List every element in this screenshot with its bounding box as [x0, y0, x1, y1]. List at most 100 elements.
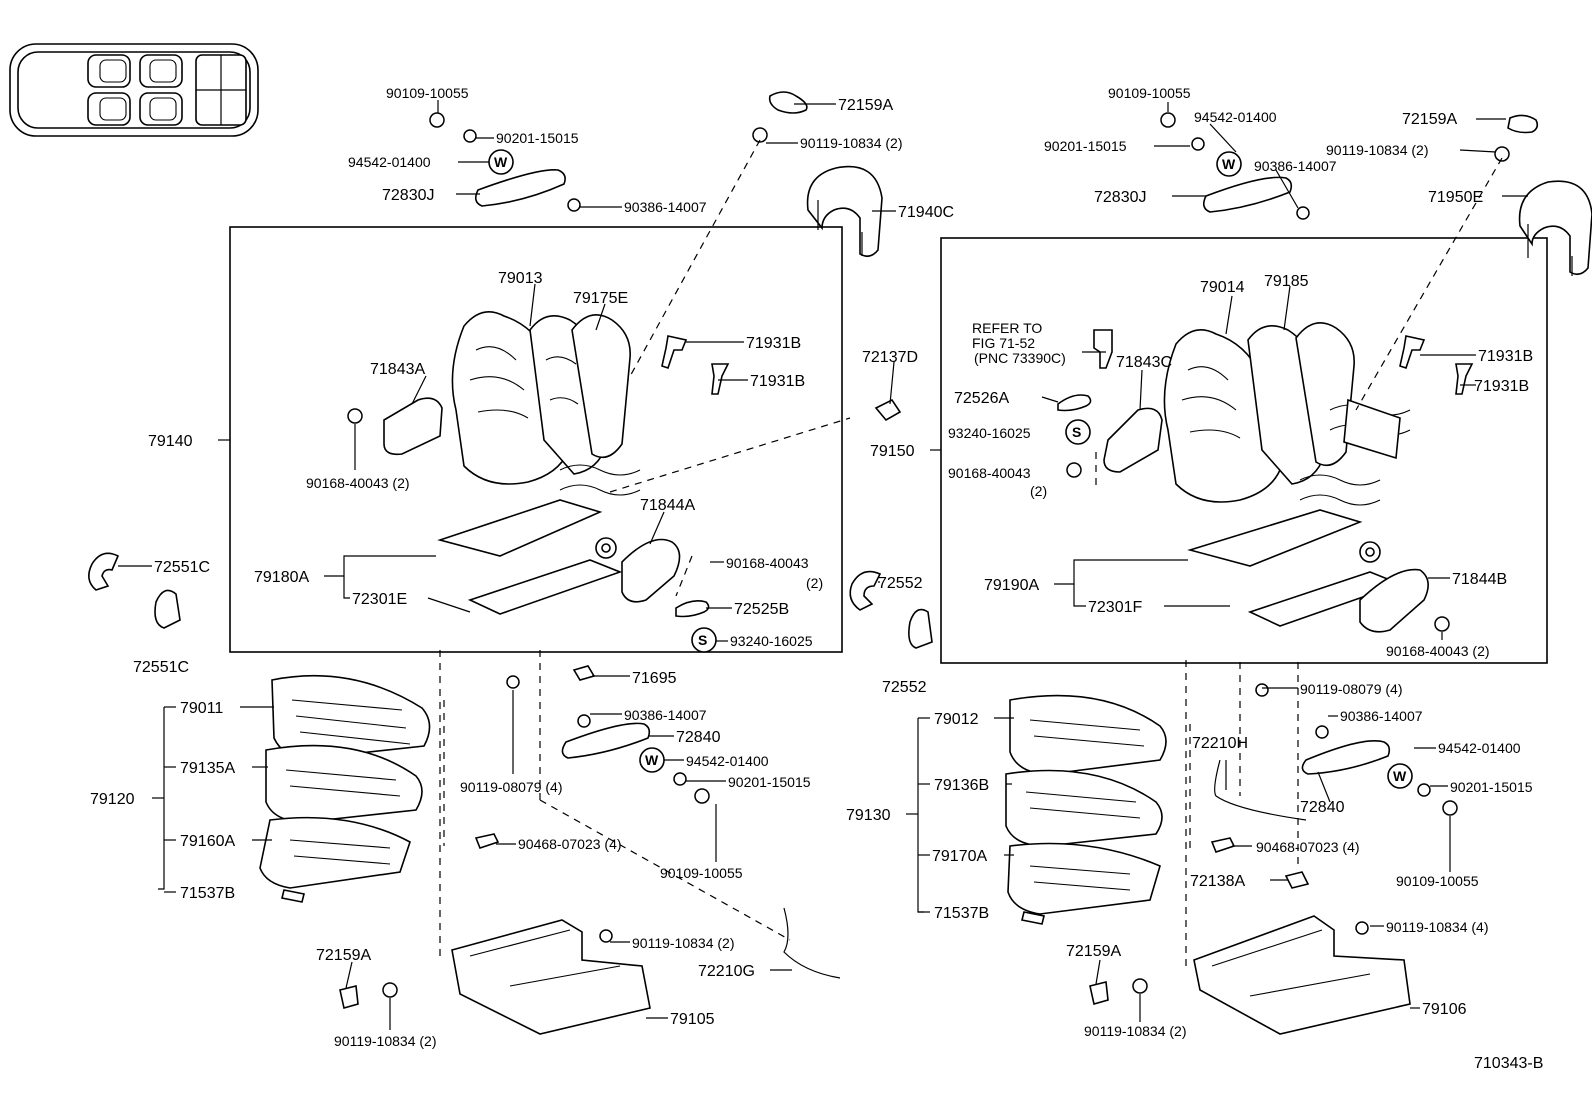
spacer-s-icon: S: [1065, 419, 1091, 445]
cover-72551c-icon: [154, 589, 181, 629]
bolt-90168-icon: [347, 408, 363, 424]
label-72552: 72552: [882, 679, 927, 696]
label-71940c: 71940C: [898, 204, 954, 221]
spacer-s-icon: S: [691, 627, 717, 653]
washer-w-icon: W: [639, 747, 665, 773]
label-79106: 79106: [1422, 1001, 1467, 1018]
nut-90386-icon: [1315, 725, 1329, 739]
label-79120: 79120: [90, 791, 135, 808]
buckle-73390c-icon: [1093, 329, 1113, 369]
label-79014: 79014: [1200, 279, 1245, 296]
label-79140: 79140: [148, 433, 193, 450]
nut-90386-icon: [1296, 206, 1310, 220]
label-90201-15015: 90201-15015: [728, 774, 811, 790]
clip-71931b-icon: [1455, 363, 1474, 395]
label-90386-14007: 90386-14007: [1254, 158, 1337, 174]
label-93240-16025: 93240-16025: [948, 425, 1031, 441]
label-90109-10055: 90109-10055: [660, 865, 743, 881]
bolt-90109-icon: [429, 112, 445, 128]
label-90119-08079: 90119-08079 (4): [460, 779, 562, 795]
clip-71695-icon: [572, 665, 596, 681]
seat-frame-79170a-icon: [1007, 842, 1161, 915]
cover-72159a-icon: [1507, 114, 1539, 134]
label-93240-16025: 93240-16025: [730, 633, 813, 649]
label-90168-40043: 90168-40043 (2): [306, 475, 410, 491]
nut-90386-icon: [577, 714, 591, 728]
label-72210h: 72210H: [1192, 735, 1248, 752]
label-qty-2: (2): [1030, 483, 1047, 499]
label-94542-01400: 94542-01400: [1194, 109, 1277, 125]
label-90119-10834: 90119-10834 (2): [800, 135, 902, 151]
label-90386-14007: 90386-14007: [1340, 708, 1423, 724]
label-90168-40043: 90168-40043: [948, 465, 1031, 481]
cover-72552-icon: [908, 608, 933, 649]
clip-71931b-icon: [711, 363, 730, 395]
seat-location-key-icon: [9, 43, 259, 137]
label-72159a: 72159A: [1402, 111, 1457, 128]
bolt-90168-icon: [1434, 616, 1450, 632]
bolt-90119-icon: [1355, 921, 1369, 935]
washer-w-icon: W: [488, 149, 514, 175]
armrest-72840-icon: [1301, 740, 1391, 775]
handle-72526a-icon: [1057, 394, 1092, 412]
label-72840: 72840: [1300, 799, 1345, 816]
label-72551c: 72551C: [154, 559, 210, 576]
right-leader-lines: [1095, 157, 1503, 966]
label-72159a: 72159A: [1066, 943, 1121, 960]
label-72830j: 72830J: [382, 187, 435, 204]
label-90109-10055: 90109-10055: [386, 85, 469, 101]
label-72159a: 72159A: [838, 97, 893, 114]
seat-track-79180a-icon: [437, 464, 641, 615]
label-71931b: 71931B: [1478, 348, 1533, 365]
clip-71931b-icon: [1399, 335, 1426, 370]
label-72301e: 72301E: [352, 591, 407, 608]
label-71844a: 71844A: [640, 497, 695, 514]
bolt-90119-icon: [1494, 146, 1510, 162]
label-pnc-73390c: (PNC 73390C): [974, 350, 1066, 366]
label-90168-40043: 90168-40043 (2): [1386, 643, 1490, 659]
bracket-71843c-icon: [1103, 407, 1163, 473]
label-90468-07023: 90468-07023 (4): [518, 836, 622, 852]
cover-72159a-icon: [768, 91, 808, 114]
right-labels: 90109-10055 94542-01400 72159A 90201-150…: [846, 85, 1533, 1039]
bolt-90119-icon: [506, 675, 520, 689]
seat-pad-79135a-icon: [265, 744, 423, 823]
label-71931b: 71931B: [1474, 378, 1529, 395]
label-79130: 79130: [846, 807, 891, 824]
label-71843c: 71843C: [1116, 354, 1172, 371]
label-90109-10055: 90109-10055: [1396, 873, 1479, 889]
label-90386-14007: 90386-14007: [624, 707, 707, 723]
bolt-90109-icon: [694, 788, 710, 804]
left-leader-lines: [439, 139, 851, 960]
bolt-90109-icon: [1442, 800, 1458, 816]
label-79150: 79150: [870, 443, 915, 460]
label-71931b: 71931B: [750, 373, 805, 390]
label-72525b: 72525B: [734, 601, 789, 618]
label-90119-08079: 90119-08079 (4): [1300, 681, 1402, 697]
label-fig-71-52: FIG 71-52: [972, 335, 1035, 351]
label-lead-lines: [118, 100, 1528, 1030]
label-72552: 72552: [878, 575, 923, 592]
label-71950e: 71950E: [1428, 189, 1483, 206]
label-72138a: 72138A: [1190, 873, 1245, 890]
label-94542-01400: 94542-01400: [348, 154, 431, 170]
drawing-number: 710343-B: [1474, 1055, 1543, 1072]
label-qty-2: (2): [806, 575, 823, 591]
label-79190a: 79190A: [984, 577, 1039, 594]
label-94542-01400: 94542-01400: [686, 753, 769, 769]
label-79160a: 79160A: [180, 833, 235, 850]
pad-71537b-icon: [281, 889, 305, 903]
svg-text:W: W: [494, 154, 508, 170]
left-labels: 72159A 90109-10055 90201-15015 90119-108…: [90, 85, 954, 1049]
label-refer-to: REFER TO: [972, 320, 1042, 336]
nut-90201-icon: [673, 772, 687, 786]
seat-base-79106-icon: [1193, 915, 1411, 1035]
label-72137d: 72137D: [862, 349, 918, 366]
seatback-79014-icon: [1163, 322, 1411, 503]
label-90386-14007: 90386-14007: [624, 199, 707, 215]
bolt-90119-icon: [599, 929, 613, 943]
seatback-79013-icon: [451, 310, 631, 485]
cover-72159a-icon: [339, 985, 359, 1010]
label-79012: 79012: [934, 711, 979, 728]
